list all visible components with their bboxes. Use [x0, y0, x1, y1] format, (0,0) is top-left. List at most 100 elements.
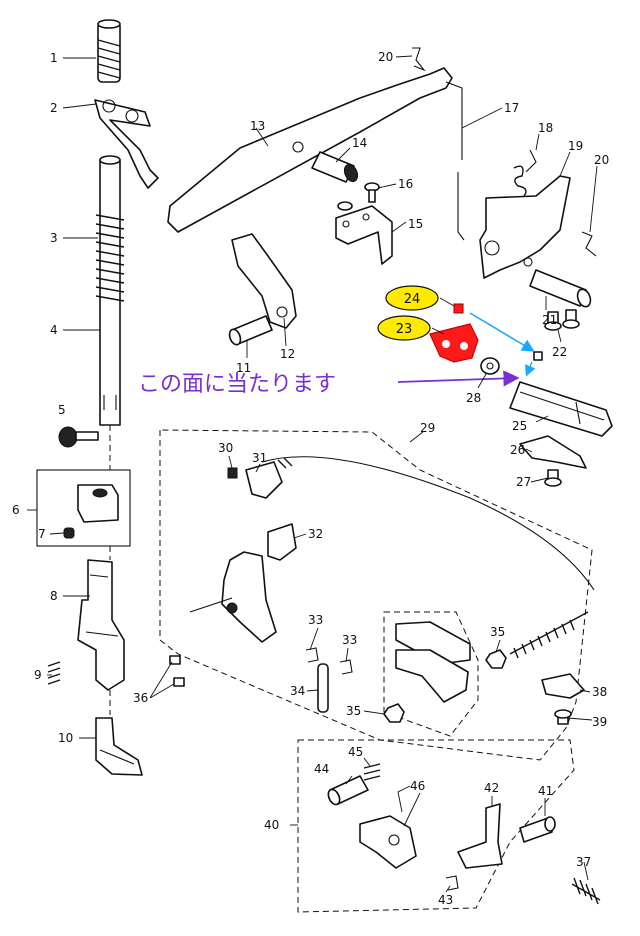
- part-36-screws: [169, 655, 185, 687]
- label-39: 39: [592, 715, 607, 729]
- label-4: 4: [50, 323, 58, 337]
- label-6: 6: [12, 503, 20, 517]
- callout-24-text: 24: [404, 292, 421, 307]
- label-31: 31: [252, 451, 267, 465]
- label-7: 7: [38, 527, 46, 541]
- part-37-spring: [571, 877, 601, 905]
- lever-pair-lower: [395, 649, 469, 703]
- part-45-spring: [363, 763, 381, 781]
- label-20-right: 20: [594, 153, 609, 167]
- part-31-clamp: [245, 457, 293, 499]
- label-21: 21: [542, 313, 557, 327]
- label-26: 26: [510, 443, 525, 457]
- part-20-pin-top: [412, 47, 426, 72]
- blue-down-arrow: [525, 361, 536, 377]
- part-6-group-box: [36, 469, 131, 547]
- label-16: 16: [398, 177, 413, 191]
- part-11-pin: [228, 315, 273, 346]
- label-19: 19: [568, 139, 583, 153]
- blue-arrow: [469, 312, 535, 352]
- part-44-pin: [327, 775, 369, 806]
- label-42: 42: [484, 781, 499, 795]
- label-14: 14: [352, 136, 367, 150]
- label-33-a: 33: [308, 613, 323, 627]
- label-13: 13: [250, 119, 265, 133]
- label-20-top: 20: [378, 50, 393, 64]
- label-37: 37: [576, 855, 591, 869]
- part-18-spring: [513, 149, 537, 197]
- label-5: 5: [58, 403, 66, 417]
- purple-arrow: [397, 370, 520, 387]
- label-34: 34: [290, 684, 305, 698]
- part-17-rod: [445, 81, 465, 241]
- part-35-nut-a: [485, 649, 507, 669]
- label-3: 3: [50, 231, 58, 245]
- label-22: 22: [552, 345, 567, 359]
- label-11: 11: [236, 361, 251, 375]
- label-2: 2: [50, 101, 58, 115]
- label-18: 18: [538, 121, 553, 135]
- lever-pair-upper: [395, 621, 471, 665]
- label-28: 28: [466, 391, 481, 405]
- label-44: 44: [314, 762, 329, 776]
- part-33-clip-b: [339, 659, 353, 675]
- part-39-screw: [554, 709, 572, 725]
- presser-bar-assembly: [36, 19, 159, 776]
- part-1-spring-cap: [97, 19, 121, 83]
- label-38: 38: [592, 685, 607, 699]
- label-36: 36: [133, 691, 148, 705]
- label-8: 8: [50, 589, 58, 603]
- part-7-screw: [63, 527, 75, 539]
- part-15-bracket: [335, 205, 393, 265]
- leader-lines: [27, 55, 598, 893]
- lever-body: [221, 551, 277, 643]
- part-38-bracket: [541, 673, 585, 699]
- label-10: 10: [58, 731, 73, 745]
- part-4-presser-bar: [99, 159, 121, 426]
- group-40-assembly: [297, 739, 601, 913]
- callout-23: 23: [377, 315, 431, 341]
- label-43: 43: [438, 893, 453, 907]
- part-42-bracket: [457, 803, 503, 869]
- label-33-b: 33: [342, 633, 357, 647]
- label-30: 30: [218, 441, 233, 455]
- part-27-screw: [544, 469, 562, 487]
- part-12-lever: [231, 233, 297, 329]
- label-40: 40: [264, 818, 279, 832]
- small-set-screw: [533, 351, 543, 361]
- part-33-clip-a: [305, 647, 319, 663]
- part-2-bracket: [94, 99, 159, 189]
- part-43-clip: [445, 875, 459, 891]
- part-25-shaft: [509, 381, 613, 437]
- part-labels: 1 2 3 4 5 6 7 8 9 10 11 12 13 14 15 16 1…: [12, 50, 609, 907]
- group-29-assembly: [159, 429, 595, 761]
- part-21-pin: [529, 269, 592, 308]
- label-25: 25: [512, 419, 527, 433]
- label-32: 32: [308, 527, 323, 541]
- label-29: 29: [420, 421, 435, 435]
- threaded-rod: [509, 611, 589, 659]
- part-24-highlighted-screw: [453, 303, 464, 314]
- part-5-thumb-screw: [58, 426, 99, 448]
- part-20-pin-right: [581, 231, 597, 257]
- label-15: 15: [408, 217, 423, 231]
- part-41-stud: [519, 816, 556, 843]
- part-8-presser-foot-shank: [77, 559, 125, 691]
- part-3-spring: [95, 214, 125, 302]
- label-46: 46: [410, 779, 425, 793]
- label-17: 17: [504, 101, 519, 115]
- label-41: 41: [538, 784, 553, 798]
- callout-24: 24: [385, 285, 439, 311]
- lifter-lever-assembly: [167, 47, 613, 487]
- label-35-a: 35: [346, 704, 361, 718]
- label-35-b: 35: [490, 625, 505, 639]
- part-32-plate: [267, 523, 297, 561]
- part-16-screw: [364, 182, 380, 203]
- label-1: 1: [50, 51, 58, 65]
- label-9: 9: [34, 668, 42, 682]
- part-9-spring: [47, 661, 61, 685]
- part-14-pin: [311, 151, 359, 183]
- part-46-lever: [359, 815, 417, 869]
- callout-23-text: 23: [396, 322, 413, 337]
